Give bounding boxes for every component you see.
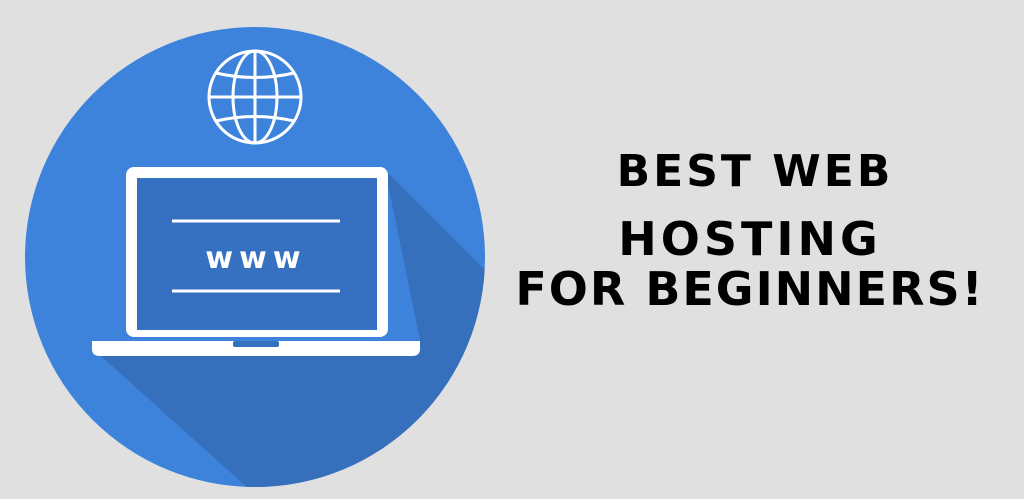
headline-line-1: Best Web <box>616 146 894 197</box>
laptop-icon: www <box>92 167 420 356</box>
globe-icon <box>207 49 303 145</box>
headline: Best Web Hosting for Beginners! <box>470 146 1024 316</box>
www-label: www <box>205 241 306 276</box>
headline-line-2: Hosting <box>618 212 882 266</box>
headline-line-3: for Beginners! <box>515 262 985 316</box>
long-shadow <box>92 170 485 487</box>
